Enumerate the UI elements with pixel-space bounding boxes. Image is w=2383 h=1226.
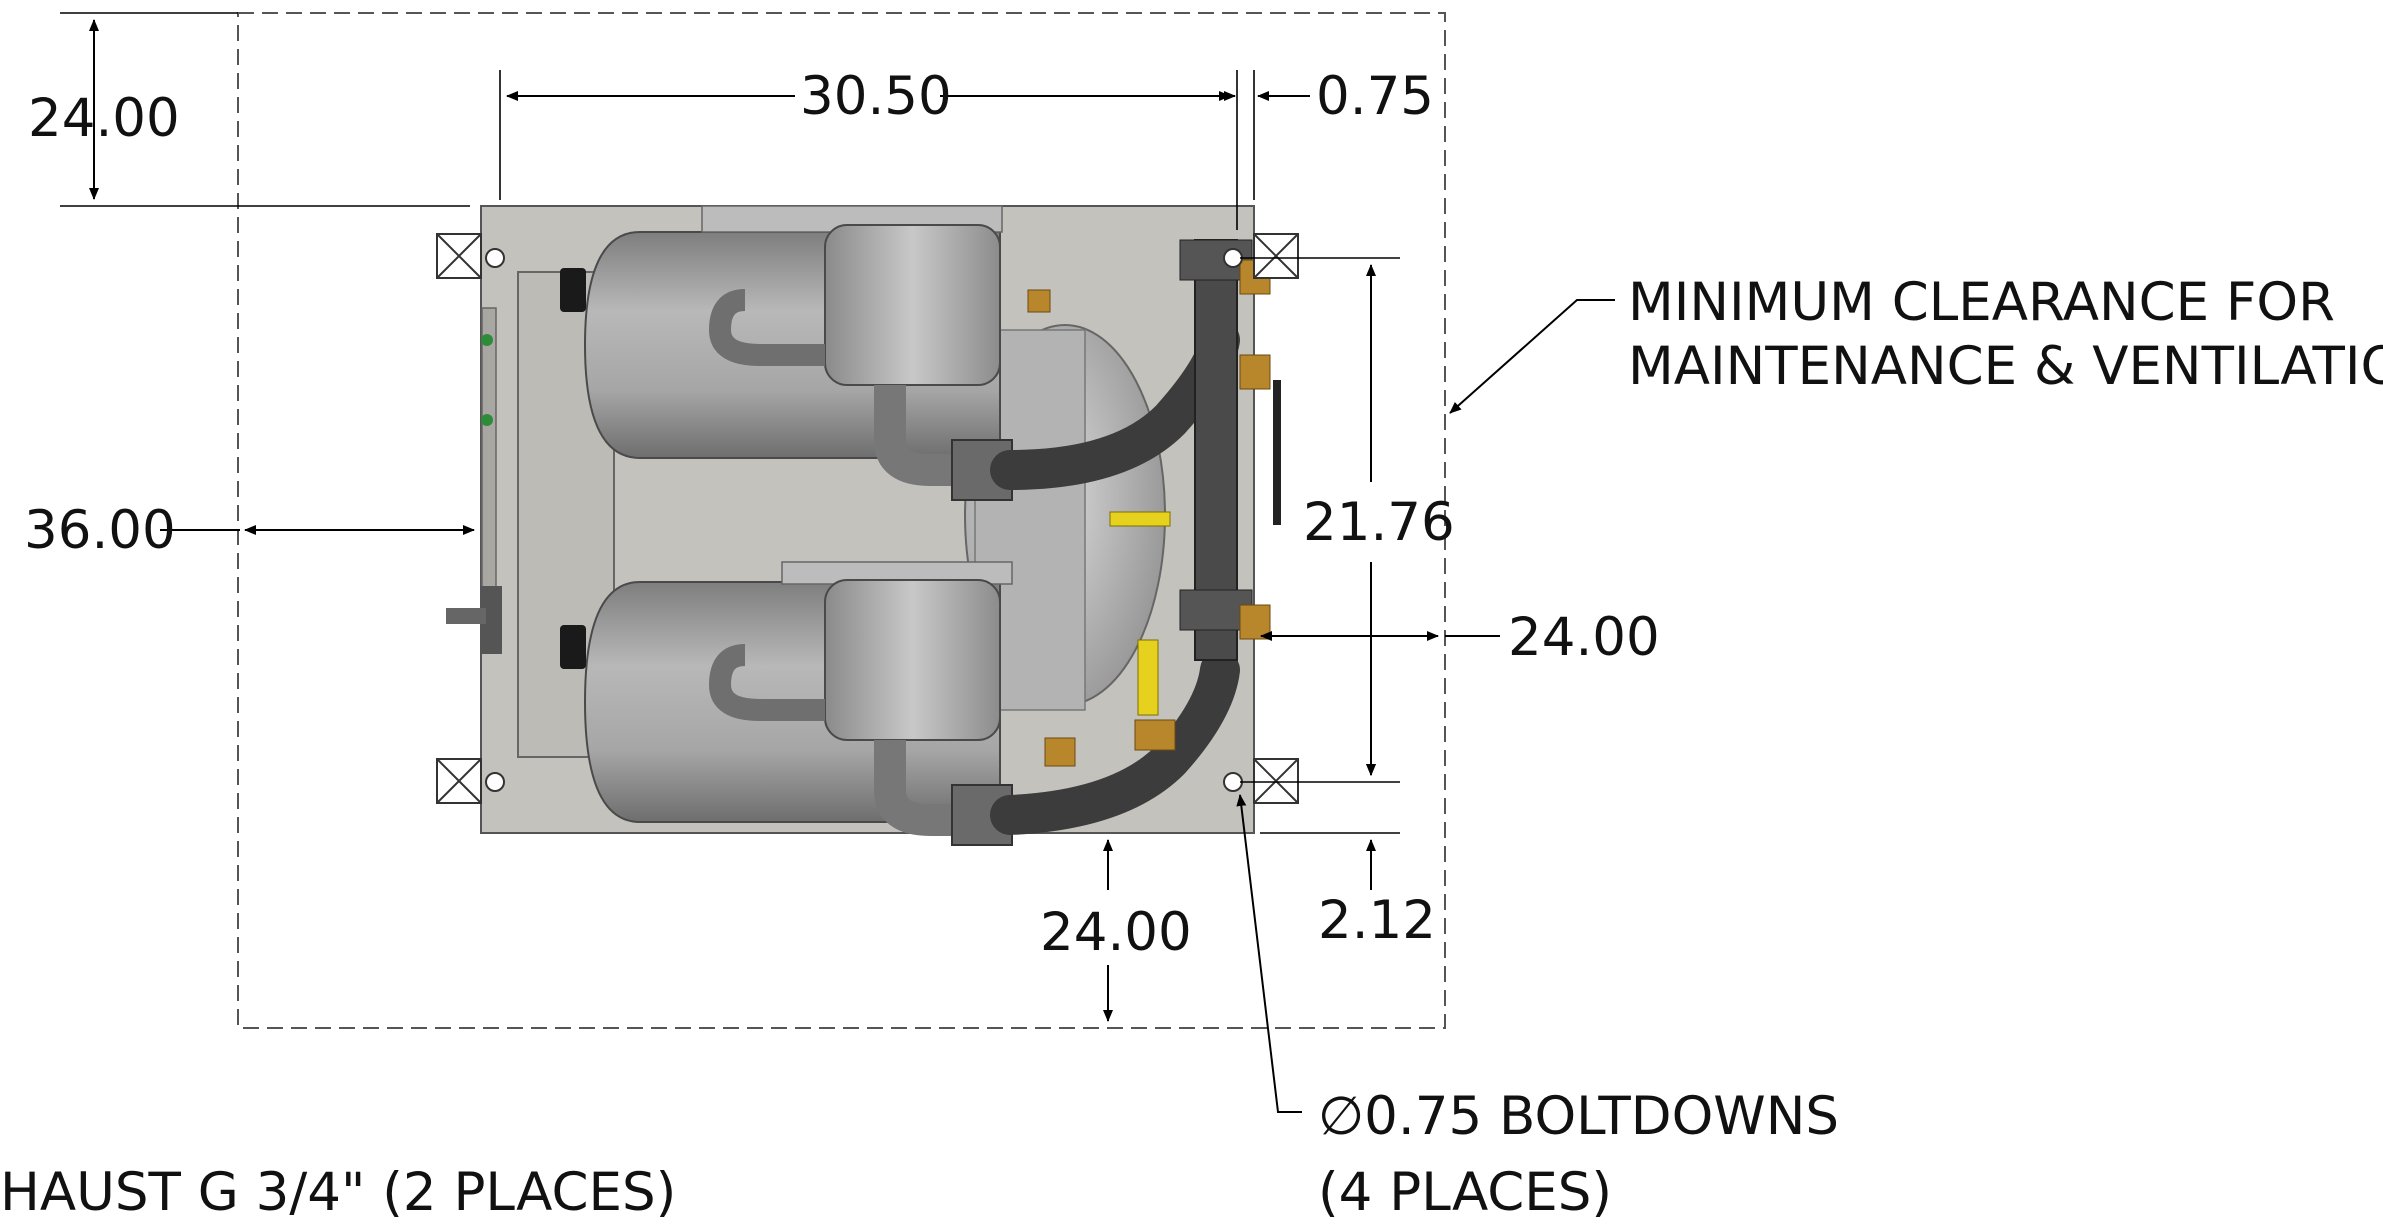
boltdown-markers <box>436 233 1299 804</box>
dim-overall-width <box>499 70 1238 230</box>
clearance-note-line2: MAINTENANCE & VENTILATION <box>1628 336 2383 397</box>
valve-handle <box>1137 639 1159 716</box>
dim-bolt-spacing-label: 21.76 <box>1303 492 1455 553</box>
valve-lever <box>1273 380 1281 525</box>
boltdowns-leader <box>1236 794 1302 1113</box>
boltdowns-note-line1: ∅0.75 BOLTDOWNS <box>1318 1086 1839 1147</box>
pump-assembly-upper <box>560 205 1013 501</box>
dim-top-clearance <box>60 12 470 207</box>
pump-assembly-lower <box>560 561 1013 846</box>
hose-lower <box>990 650 1240 835</box>
exhaust-note: HAUST G 3/4" (2 PLACES) <box>0 1162 676 1223</box>
dim-overall-width-label: 30.50 <box>800 66 952 127</box>
dim-bottom-offset <box>1260 742 1400 890</box>
valve-handle <box>1109 511 1171 527</box>
control-panel <box>446 271 615 758</box>
boltdowns-note-line2: (4 PLACES) <box>1318 1162 1612 1223</box>
clearance-note-line1: MINIMUM CLEARANCE FOR <box>1628 272 2335 333</box>
dim-right-clearance-label: 24.00 <box>1508 607 1660 668</box>
dim-right-offset-label: 0.75 <box>1316 66 1434 127</box>
dim-top-clearance-label: 24.00 <box>28 88 180 149</box>
dim-bottom-offset-label: 2.12 <box>1318 890 1436 951</box>
dim-bolt-spacing <box>1240 257 1400 783</box>
dim-right-offset <box>1210 70 1310 200</box>
dim-front-clearance-label: 24.00 <box>1040 902 1192 963</box>
clearance-leader <box>1449 299 1615 414</box>
dim-left-clearance-label: 36.00 <box>24 500 176 561</box>
clearance-boundary <box>237 12 1446 1029</box>
